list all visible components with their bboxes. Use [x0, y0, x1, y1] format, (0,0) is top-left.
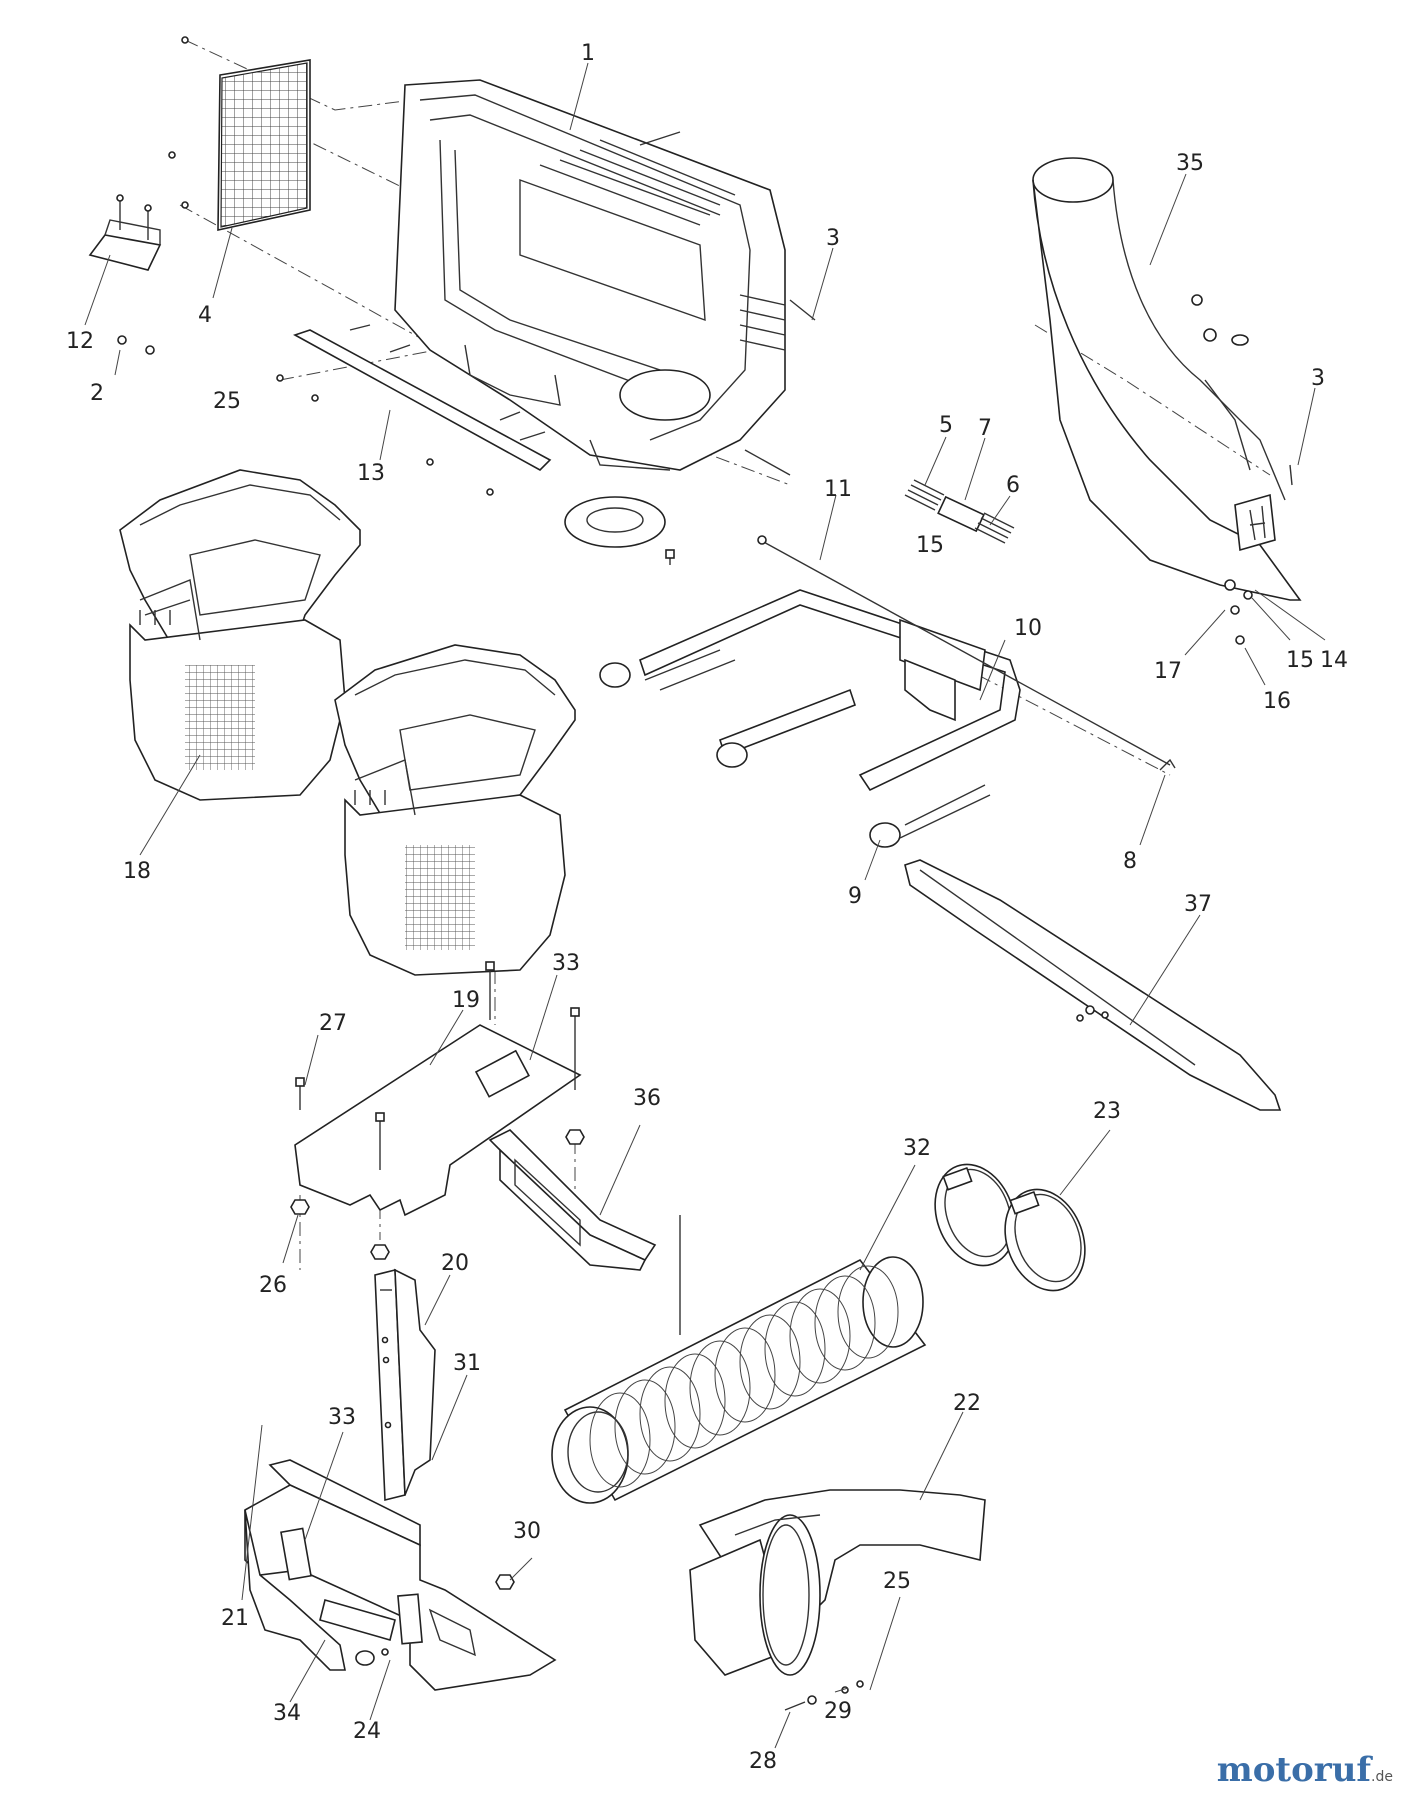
callout-18: 18: [123, 859, 151, 884]
mounting-bar: [276, 324, 552, 496]
callout-25-elbow: 25: [883, 1569, 911, 1594]
callout-29: 29: [824, 1699, 852, 1724]
callout-28: 28: [749, 1749, 777, 1774]
screen-filter: [217, 59, 311, 231]
callout-10: 10: [1014, 616, 1042, 641]
watermark: motoruf.de: [1217, 1750, 1393, 1790]
callouts: 1 3 4 12 2 25 13 5 7 6 15 11 35 3 17 15 …: [66, 41, 1348, 1774]
callout-34: 34: [273, 1701, 301, 1726]
upright-bracket: [374, 1268, 436, 1502]
callout-13: 13: [357, 461, 385, 486]
callout-7: 7: [978, 416, 992, 441]
callout-2: 2: [90, 381, 104, 406]
discharge-elbow: [689, 1489, 986, 1676]
spring-pin-assembly: [904, 479, 1015, 544]
callout-24: 24: [353, 1719, 381, 1744]
flex-hose: [551, 1215, 927, 1504]
angle-bracket-36: [488, 1129, 657, 1271]
callout-16: 16: [1263, 689, 1291, 714]
callout-37: 37: [1184, 892, 1212, 917]
callout-9: 9: [848, 884, 862, 909]
callout-3-chute: 3: [1311, 366, 1325, 391]
callout-23: 23: [1093, 1099, 1121, 1124]
watermark-logo: motoruf: [1216, 1750, 1372, 1790]
callout-15: 15: [916, 533, 944, 558]
callout-30: 30: [513, 1519, 541, 1544]
callout-8: 8: [1123, 849, 1137, 874]
grass-bag-right: [334, 644, 576, 976]
callout-33-bottom: 33: [328, 1405, 356, 1430]
grass-bag-left: [119, 469, 361, 801]
callout-5: 5: [939, 413, 953, 438]
callout-17: 17: [1154, 659, 1182, 684]
callout-31: 31: [453, 1351, 481, 1376]
callout-6: 6: [1006, 473, 1020, 498]
lower-bracket-assembly: [244, 1459, 557, 1691]
mounting-plate: [290, 961, 585, 1260]
mower-blade: [904, 859, 1282, 1111]
callout-4: 4: [198, 303, 212, 328]
bag-housing: [394, 79, 786, 471]
callout-26: 26: [259, 1273, 287, 1298]
leader-lines: [84, 62, 1326, 1749]
callout-15-chute: 15: [1286, 648, 1314, 673]
callout-25: 25: [213, 389, 241, 414]
callout-20: 20: [441, 1251, 469, 1276]
callout-27: 27: [319, 1011, 347, 1036]
callout-1: 1: [581, 41, 595, 66]
ring-plate: [564, 496, 675, 565]
callout-22: 22: [953, 1391, 981, 1416]
callout-3: 3: [826, 226, 840, 251]
callout-19: 19: [452, 988, 480, 1013]
callout-35: 35: [1176, 151, 1204, 176]
discharge-chute: [1032, 157, 1302, 645]
callout-33-top: 33: [552, 951, 580, 976]
fasteners-top: [116, 36, 816, 476]
handle-frame: [599, 535, 1176, 848]
callout-12: 12: [66, 329, 94, 354]
hose-clamps: [934, 1163, 1086, 1292]
callout-36: 36: [633, 1086, 661, 1111]
callout-14: 14: [1320, 648, 1348, 673]
callout-21: 21: [221, 1606, 249, 1631]
deflector-bracket: [88, 219, 162, 271]
callout-32: 32: [903, 1136, 931, 1161]
callout-11: 11: [824, 477, 852, 502]
watermark-tld: .de: [1371, 1769, 1393, 1785]
